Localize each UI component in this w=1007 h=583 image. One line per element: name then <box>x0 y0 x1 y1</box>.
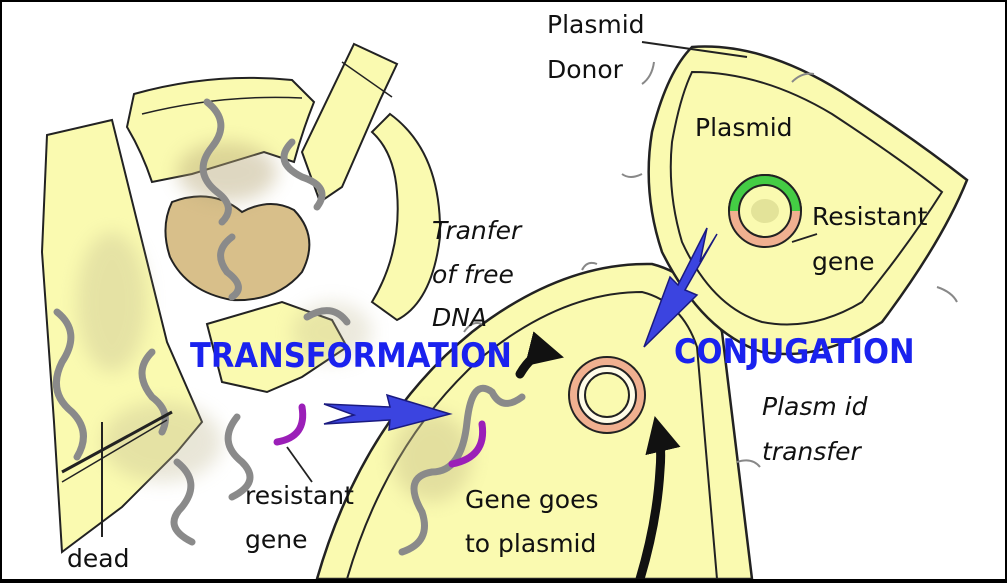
label-plasmid-transfer-line1: Plasm id <box>762 392 868 421</box>
label-resistant-gene-left-line1: resistant <box>245 481 354 510</box>
donor-plasmid <box>728 174 818 248</box>
conjugation-arrow <box>643 227 718 348</box>
label-gene-goes-line1: Gene goes <box>465 485 599 514</box>
label-plasmid-donor-line1: Plasmid <box>547 10 645 39</box>
label-plasmid: Plasmid <box>695 113 793 142</box>
resistant-gene-incorporated <box>448 420 487 468</box>
label-resistant-gene-right-line2: gene <box>812 247 875 276</box>
label-conjugation: CONJUGATION <box>674 332 915 372</box>
label-transfer-free-dna-line2: of free <box>432 260 514 289</box>
transformation-arrow <box>323 393 453 431</box>
free-dna-strands <box>52 98 351 546</box>
dead-cell <box>40 42 442 554</box>
recipient-cell <box>315 261 761 579</box>
label-plasmid-transfer-line2: transfer <box>762 437 861 466</box>
label-dead: dead <box>67 544 130 573</box>
plasmid-replication-arrow <box>635 415 681 579</box>
gene-to-plasmid-arrow <box>515 331 564 379</box>
dead-cell-wall-fragment-right <box>370 112 442 322</box>
label-transformation: TRANSFORMATION <box>190 336 512 376</box>
label-gene-goes-line2: to plasmid <box>465 529 597 558</box>
recipient-plasmid <box>568 356 646 434</box>
label-transfer-free-dna-line1: Tranfer <box>432 216 522 245</box>
label-resistant-gene-left-line2: gene <box>245 525 308 554</box>
label-plasmid-donor-line2: Donor <box>547 55 623 84</box>
label-resistant-gene-right-line1: Resistant <box>812 202 928 231</box>
resistant-gene-free <box>273 403 307 446</box>
donor-cell <box>621 45 969 356</box>
dead-cell-nucleus <box>164 195 311 302</box>
label-transfer-free-dna-line3: DNA <box>432 303 488 332</box>
